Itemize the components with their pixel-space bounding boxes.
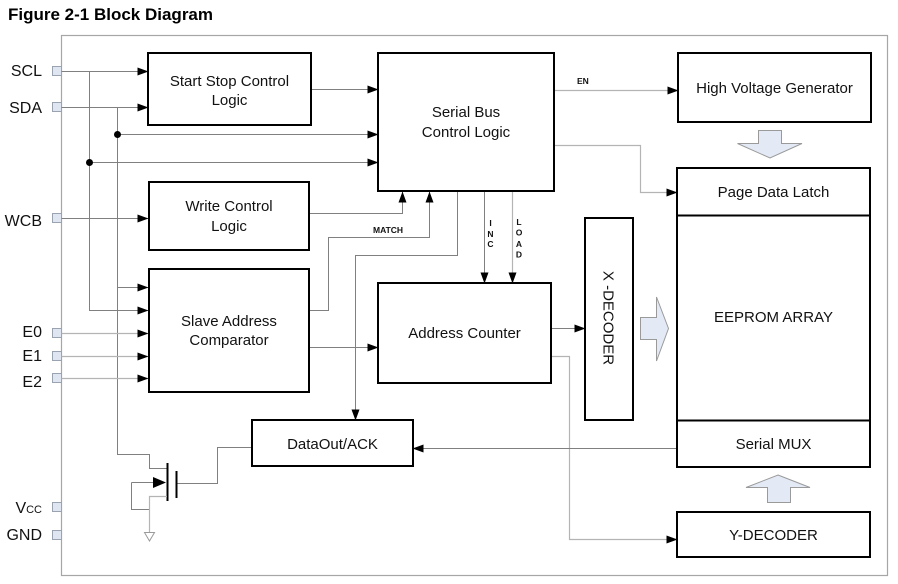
pin-pad-e1 (52, 351, 62, 361)
start-stop-control-block: Start Stop Control Logic (147, 52, 312, 126)
write-control-label-line1: Write Control (185, 198, 272, 215)
signal-label-match: MATCH (373, 225, 403, 235)
signal-label-load: L O A D (516, 217, 523, 260)
pin-label-gnd: GND (6, 527, 42, 544)
slave-address-label-line1: Slave Address (181, 313, 277, 330)
serial-bus-label-line1: Serial Bus (432, 104, 500, 121)
x-decoder-block: X -DECODER (584, 217, 634, 421)
hv-to-latch-block-arrow-icon (737, 130, 803, 159)
pin-pad-e0 (52, 328, 62, 338)
wire-write-control-to-serial-bus (309, 191, 407, 214)
junction-dot-sda (114, 131, 121, 138)
wire-sda-bus-to-transistor (117, 107, 167, 469)
signal-label-en: EN (577, 76, 589, 86)
pin-label-e2: E2 (22, 374, 42, 391)
transistor-body-loop (131, 482, 150, 510)
serial-bus-label-line2: Control Logic (422, 124, 511, 141)
start-stop-label-line1: Start Stop Control (170, 73, 289, 90)
page-data-latch-label: Page Data Latch (718, 184, 830, 201)
pin-label-e1: E1 (22, 348, 42, 365)
write-control-label-line2: Logic (211, 218, 247, 235)
ground-icon (143, 532, 156, 542)
pin-label-scl: SCL (11, 63, 42, 80)
pin-pad-scl (52, 66, 62, 76)
wire-match-to-serial-bus (309, 191, 434, 311)
pin-pad-wcb (52, 213, 62, 223)
signal-label-load-char: L (516, 217, 521, 227)
signal-label-load-char: D (516, 250, 522, 260)
write-control-block: Write Control Logic (148, 181, 310, 251)
slave-address-label-line2: Comparator (189, 332, 268, 349)
dataout-ack-block: DataOut/ACK (251, 419, 414, 467)
signal-label-inc: I N C (487, 218, 493, 249)
pin-pad-gnd (52, 530, 62, 540)
dataout-ack-label: DataOut/ACK (287, 436, 378, 453)
pin-label-vcc: VCC (15, 500, 42, 517)
pin-label-e0: E0 (22, 324, 42, 341)
transistor-body-arrow-icon (153, 477, 166, 488)
signal-label-load-char: A (516, 239, 522, 249)
address-counter-label: Address Counter (408, 325, 521, 342)
chip-boundary (60, 34, 889, 577)
x-decoder-label: X -DECODER (600, 271, 617, 365)
pin-pad-e2 (52, 373, 62, 383)
high-voltage-label: High Voltage Generator (696, 80, 853, 97)
figure-title: Figure 2-1 Block Diagram (8, 5, 213, 24)
pin-label-vcc-sub: CC (26, 504, 42, 516)
pin-label-vcc-main: V (15, 500, 26, 517)
signal-label-inc-char: N (487, 229, 493, 239)
wire-dataout-to-gate (176, 447, 252, 484)
pin-pad-sda (52, 102, 62, 112)
wire-scl-bus-to-slave-address (89, 71, 149, 315)
start-stop-label-line2: Logic (212, 92, 248, 109)
x-decoder-to-array-block-arrow-icon (640, 296, 670, 362)
signal-label-inc-char: I (489, 218, 491, 228)
wire-serial-bus-to-dataout (351, 191, 458, 421)
serial-bus-control-block: Serial Bus Control Logic (377, 52, 555, 192)
pin-label-sda: SDA (9, 100, 42, 117)
signal-label-load-char: O (516, 228, 523, 238)
pin-label-wcb: WCB (5, 213, 42, 230)
address-counter-block: Address Counter (377, 282, 552, 384)
eeprom-block: Page Data Latch EEPROM ARRAY Serial MUX (676, 167, 871, 468)
signal-label-inc-char: C (487, 239, 493, 249)
pin-pad-vcc (52, 502, 62, 512)
wire-serial-bus-to-page-latch (554, 144, 678, 197)
y-decoder-label: Y-DECODER (729, 527, 818, 544)
y-decoder-block: Y-DECODER (676, 511, 871, 558)
y-decoder-to-mux-block-arrow-icon (745, 474, 811, 503)
high-voltage-generator-block: High Voltage Generator (677, 52, 872, 123)
slave-address-comparator-block: Slave Address Comparator (148, 268, 310, 393)
serial-mux-label: Serial MUX (736, 436, 812, 453)
eeprom-array-label: EEPROM ARRAY (714, 309, 833, 326)
junction-dot-scl (86, 159, 93, 166)
transistor-source-to-ground (148, 495, 167, 532)
